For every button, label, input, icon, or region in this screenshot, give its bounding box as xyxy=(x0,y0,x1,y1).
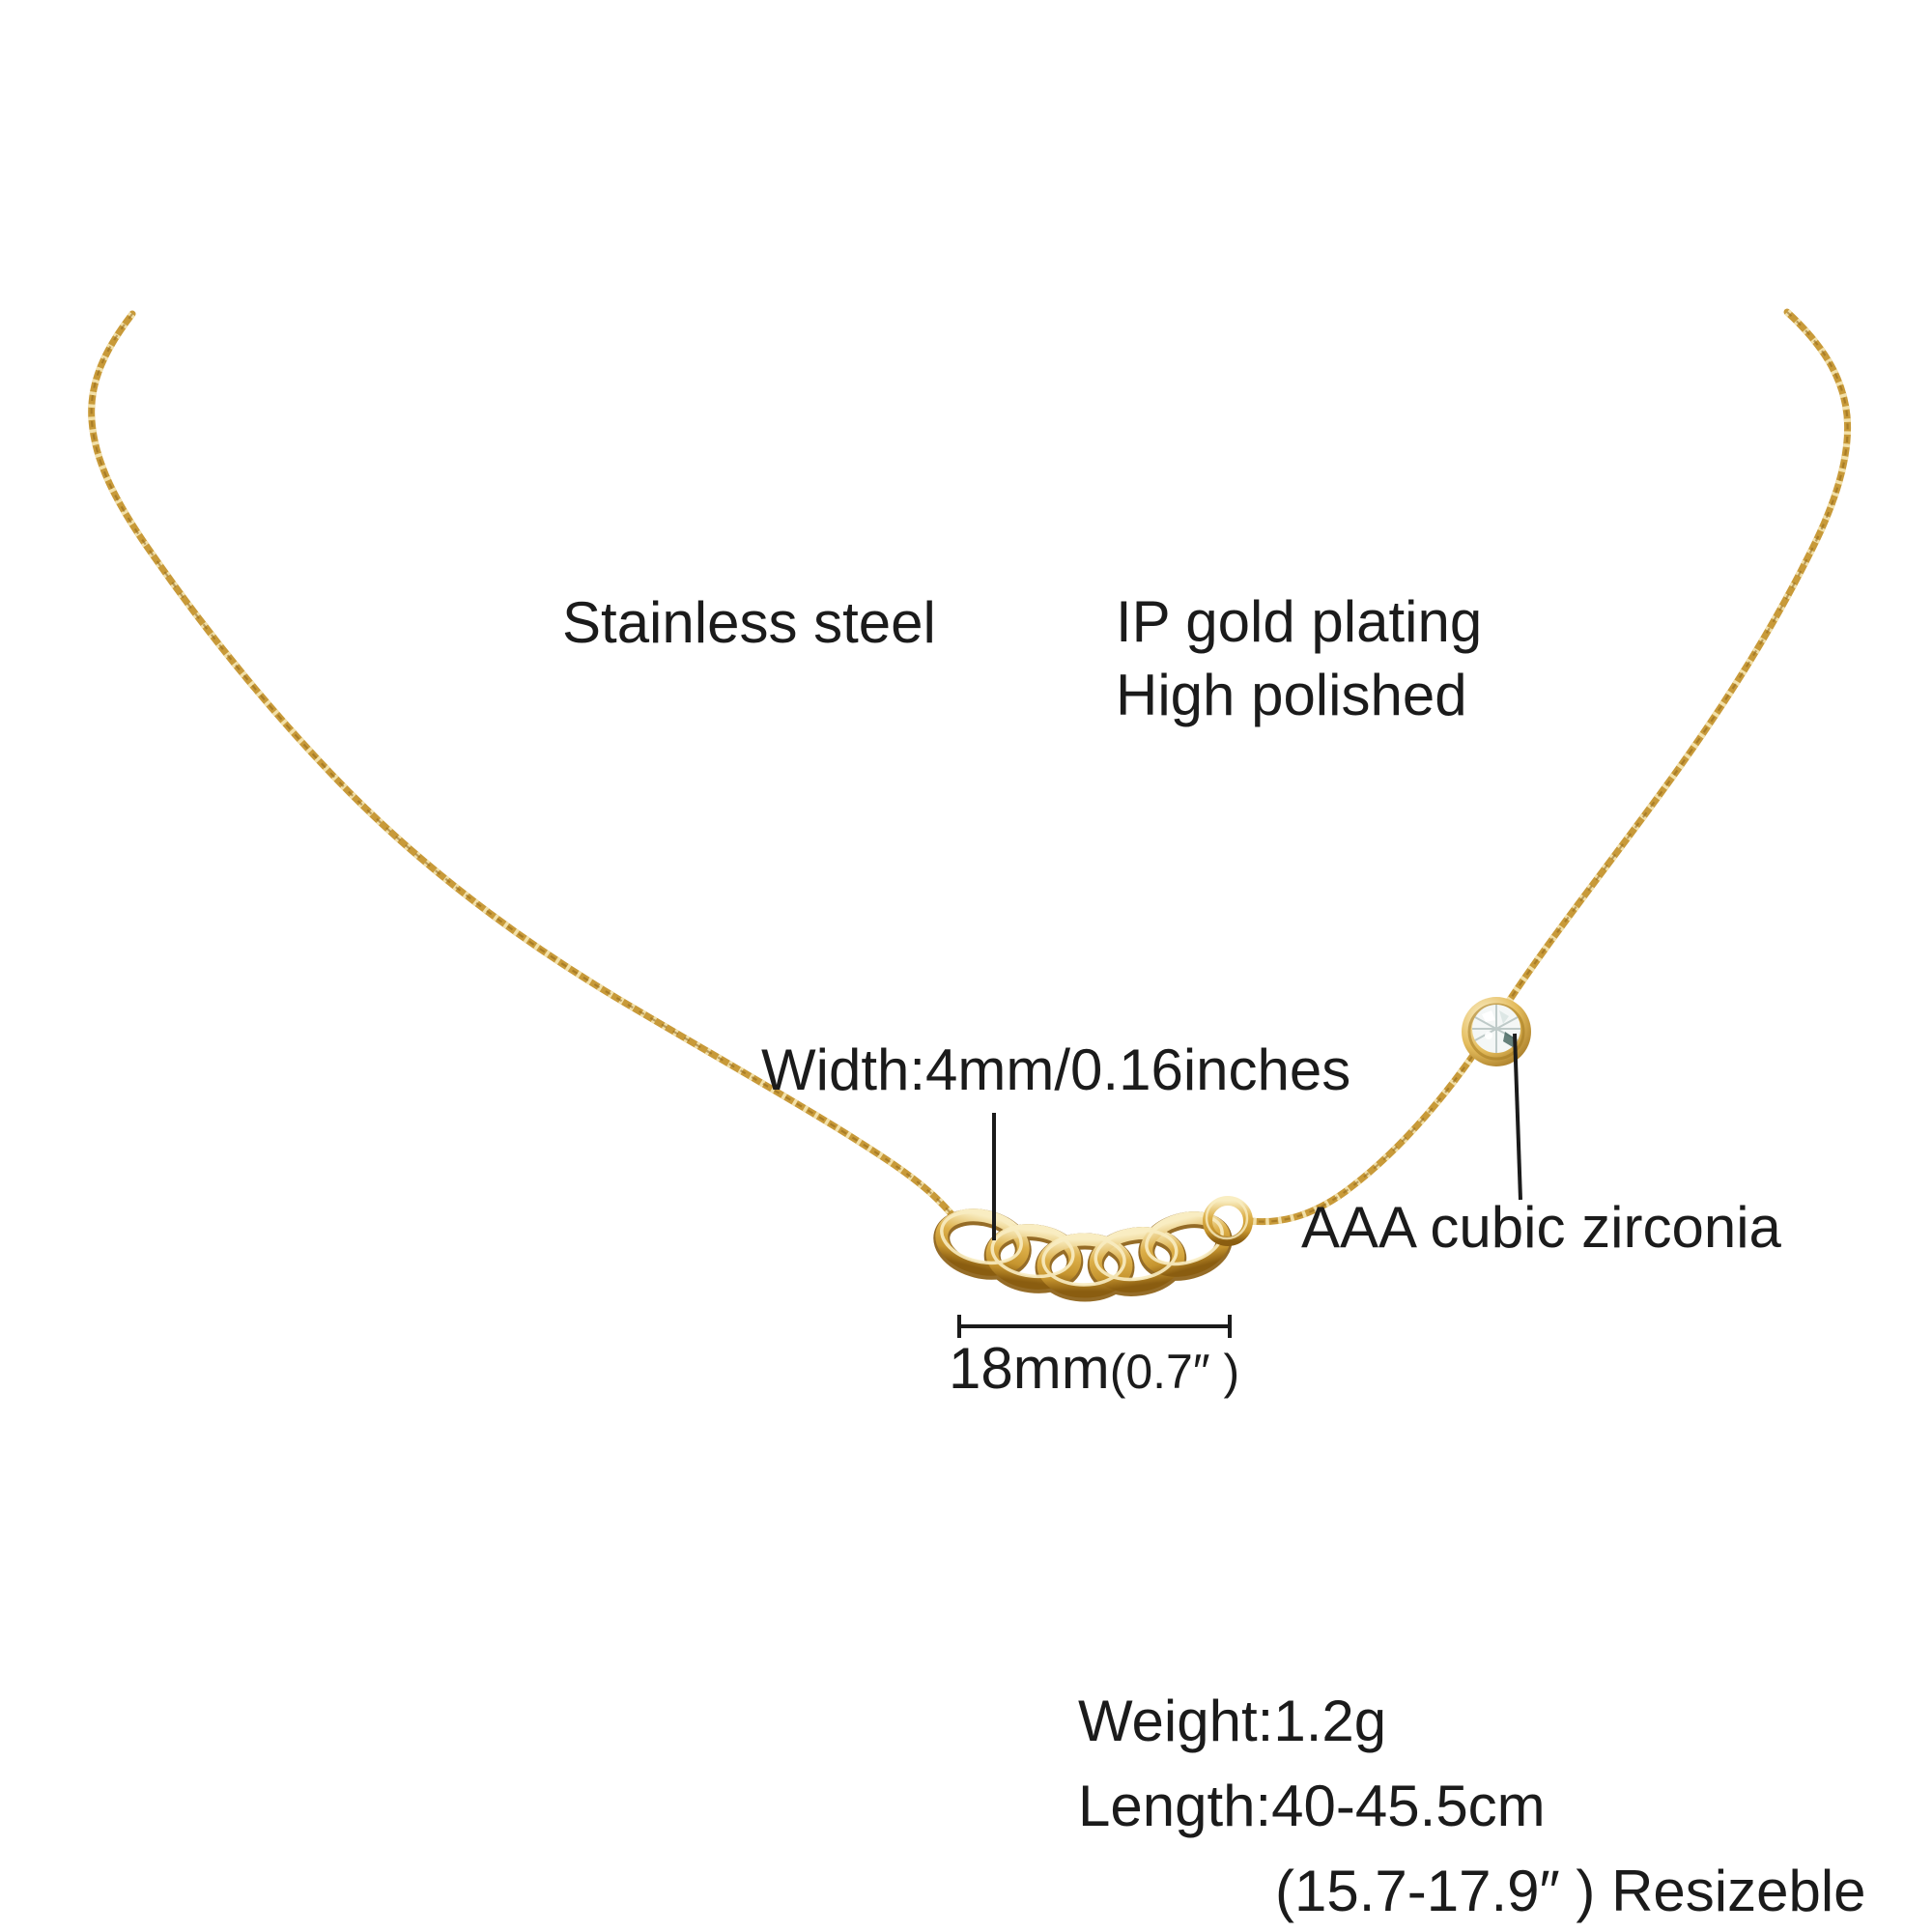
stone-label: AAA cubic zirconia xyxy=(1301,1195,1781,1260)
width-label: Width:4mm/0.16inches xyxy=(761,1037,1351,1102)
plating-label: IP gold plating High polished xyxy=(1116,585,1482,732)
curb-chain-segment xyxy=(933,1196,1253,1302)
material-label: Stainless steel xyxy=(562,590,936,655)
length-label: Length:40-45.5cm xyxy=(1078,1774,1546,1838)
size-label-sub: (0.7″ ) xyxy=(1109,1345,1240,1399)
resize-label: (15.7-17.9″ ) Resizeble xyxy=(1275,1859,1866,1923)
zirconia-leader-line xyxy=(1513,1033,1522,1201)
weight-label: Weight:1.2g xyxy=(1078,1689,1387,1753)
plating-line-1: IP gold plating xyxy=(1116,589,1483,654)
specs-block: Weight:1.2g Length:40-45.5cm (15.7-17.9″… xyxy=(1078,1679,1866,1932)
annotation-lines xyxy=(957,1033,1522,1338)
size-measure-bracket xyxy=(957,1315,1232,1338)
size-label: 18mm(0.7″ ) xyxy=(949,1335,1239,1402)
plating-line-2: High polished xyxy=(1116,663,1467,728)
size-label-main: 18mm xyxy=(949,1336,1110,1401)
zirconia-stone xyxy=(1462,997,1531,1066)
